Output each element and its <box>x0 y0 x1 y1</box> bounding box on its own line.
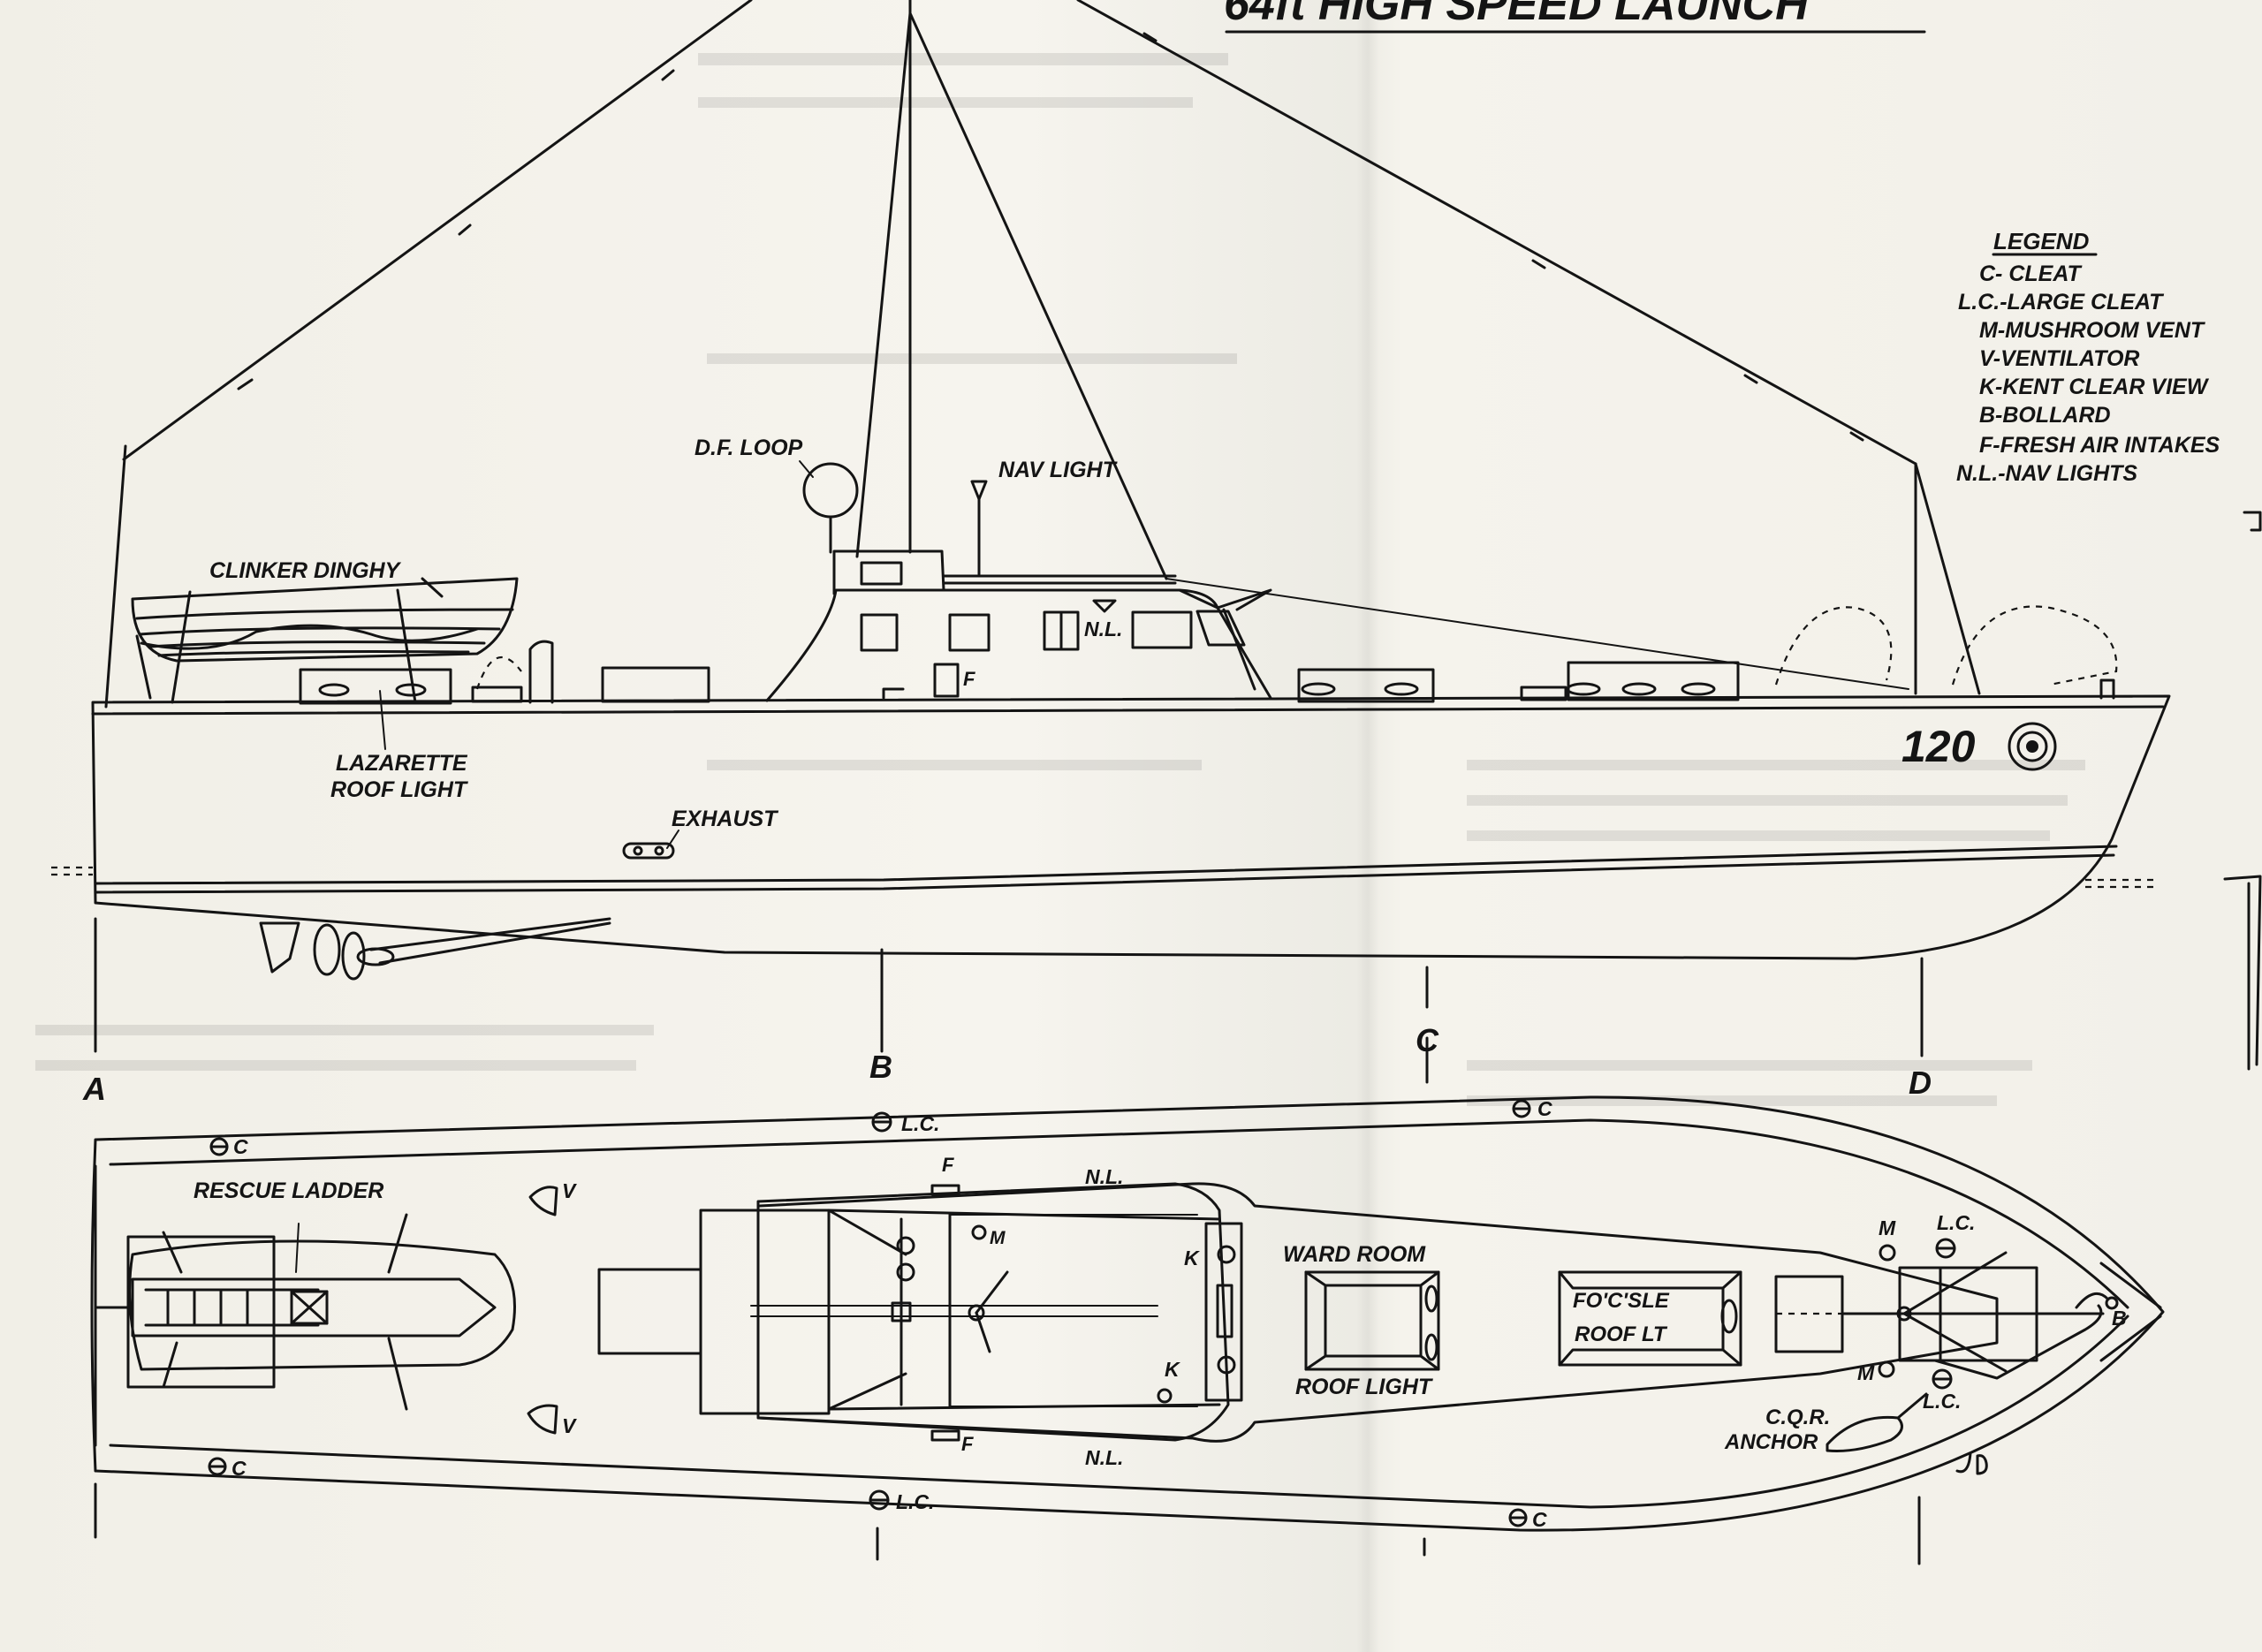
bollard-label: B <box>2112 1307 2127 1330</box>
roof-light-label: ROOF LIGHT <box>1295 1375 1434 1399</box>
fresh-air-profile-label: F <box>963 668 975 690</box>
legend-item: N.L.-NAV LIGHTS <box>1956 461 2137 486</box>
plan-view: RESCUE LADDER WARD ROOM ROOF LIGHT FO'C'… <box>90 1095 2165 1532</box>
kent-clear-view-label: K <box>1184 1247 1200 1269</box>
lazarette-label-2: ROOF LIGHT <box>330 777 469 802</box>
ward-room-label: WARD ROOM <box>1283 1242 1426 1267</box>
clinker-dinghy-label: CLINKER DINGHY <box>209 558 402 583</box>
legend-item: M-MUSHROOM VENT <box>1979 318 2206 343</box>
fresh-air-label: F <box>942 1154 954 1176</box>
mushroom-vent-label: M <box>1879 1216 1896 1239</box>
focsle-label-2: ROOF LT <box>1575 1322 1668 1346</box>
mushroom-vent-label: M <box>990 1228 1006 1248</box>
section-marker-b: B <box>869 1049 892 1085</box>
adjacent-drawing-edge <box>2223 511 2262 1071</box>
large-cleat-label: L.C. <box>896 1490 934 1513</box>
hull-number: 120 <box>1901 722 1976 771</box>
nav-light-label: NAV LIGHT <box>998 458 1119 482</box>
cleat-label: C <box>1537 1097 1552 1120</box>
large-cleat-label: L.C. <box>1937 1211 1975 1234</box>
kent-clear-view-label: K <box>1165 1358 1180 1381</box>
roundel-icon <box>2008 722 2057 771</box>
lazarette-label: LAZARETTE <box>336 751 468 776</box>
df-loop-label: D.F. LOOP <box>695 436 803 460</box>
cleat-symbols <box>208 1099 1956 1527</box>
section-marker-c: C <box>1416 1022 1439 1058</box>
draughtsman-signature <box>1955 1451 1988 1475</box>
nav-light-profile-label: N.L. <box>1084 618 1122 640</box>
cqr-anchor <box>1826 1392 1928 1452</box>
section-markers: A B C D <box>82 917 1932 1565</box>
cleat-label: C <box>232 1457 247 1480</box>
legend-item: L.C.-LARGE CLEAT <box>1958 290 2165 314</box>
rescue-ladder <box>95 1213 516 1411</box>
clinker-dinghy <box>131 577 519 704</box>
cleat-label: C <box>233 1135 248 1158</box>
drawing-title: 64ft HIGH SPEED LAUNCH <box>1224 0 1810 30</box>
legend-item: F-FRESH AIR INTAKES <box>1979 433 2220 458</box>
legend: LEGEND C- CLEAT L.C.-LARGE CLEAT M-MUSHR… <box>1956 228 2220 486</box>
large-cleat-label: L.C. <box>901 1112 939 1135</box>
focsle-roof-light <box>1558 1270 1742 1367</box>
nav-light-label: N.L. <box>1085 1446 1123 1469</box>
section-marker-d: D <box>1909 1065 1932 1101</box>
wheelhouse <box>765 462 1272 702</box>
cleat-label: C <box>1532 1508 1547 1531</box>
focsle-label: FO'C'SLE <box>1573 1289 1670 1313</box>
legend-item: C- CLEAT <box>1979 261 2084 286</box>
exhaust <box>622 842 675 860</box>
page-fold <box>1356 0 1379 1652</box>
rescue-ladder-label: RESCUE LADDER <box>194 1178 383 1203</box>
legend-item: B-BOLLARD <box>1979 403 2111 428</box>
legend-item: K-KENT CLEAR VIEW <box>1979 375 2210 399</box>
exhaust-label: EXHAUST <box>672 807 779 831</box>
legend-heading: LEGEND <box>1993 228 2090 254</box>
ventilator-label: V <box>562 1414 577 1437</box>
section-marker-a: A <box>82 1071 106 1107</box>
ward-room-roof-light <box>1304 1270 1440 1371</box>
foredeck-hatches <box>1774 1251 2119 1380</box>
cqr-label: C.Q.R. <box>1765 1406 1830 1429</box>
ventilator-label: V <box>562 1179 577 1202</box>
large-cleat-label: L.C. <box>1923 1390 1961 1413</box>
title-block: 64ft HIGH SPEED LAUNCH <box>1224 0 1926 34</box>
anchor-label: ANCHOR <box>1724 1430 1818 1454</box>
nav-light-label: N.L. <box>1085 1165 1123 1188</box>
rudder-and-propellers <box>259 917 611 981</box>
legend-item: V-VENTILATOR <box>1979 346 2139 371</box>
engine-room <box>597 1182 1243 1442</box>
print-through <box>35 53 2085 1106</box>
mushroom-vent-label: M <box>1857 1361 1875 1384</box>
profile-view: 120 D.F. LOOP NAV LIGHT CLINKER DINGHY L… <box>51 0 2171 981</box>
fresh-air-label: F <box>961 1433 974 1455</box>
deck-fittings <box>299 605 2118 705</box>
